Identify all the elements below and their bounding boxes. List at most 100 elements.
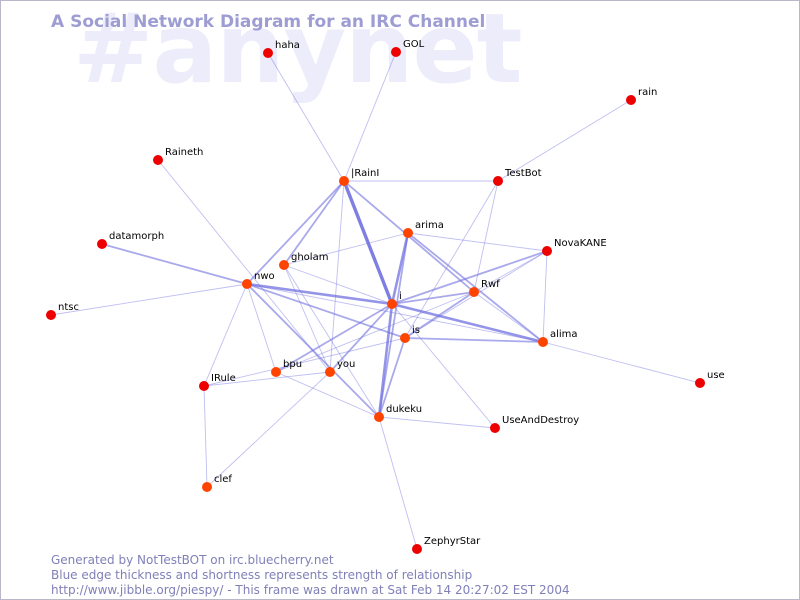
- node-dot-Rwf[interactable]: [469, 287, 479, 297]
- edge-ntsc-nwo: [50, 283, 248, 316]
- node-ntsc[interactable]: ntsc: [46, 302, 79, 320]
- node-Raineth[interactable]: Raineth: [153, 147, 203, 165]
- node-dot-you[interactable]: [325, 367, 335, 377]
- node-dot-ZephyrStar[interactable]: [412, 544, 422, 554]
- node-NovaKANE[interactable]: NovaKANE: [542, 238, 607, 256]
- edge-IRainI-haha: [267, 52, 345, 182]
- edge-i-dukeku: [377, 303, 394, 418]
- edge-i-you: [329, 303, 393, 373]
- edge-nwo-IRule: [203, 283, 248, 387]
- node-i[interactable]: i: [387, 291, 402, 309]
- edge-NovaKANE-alima: [542, 250, 548, 343]
- footer-source-link[interactable]: http://www.jibble.org/piespy/ - This fra…: [51, 583, 570, 597]
- node-dot-dukeku[interactable]: [374, 412, 384, 422]
- node-label-you: you: [337, 359, 355, 370]
- node-dot-rain[interactable]: [626, 95, 636, 105]
- edge-dukeku-bpu: [275, 371, 380, 418]
- edge-i-UseAndDestroy: [391, 303, 496, 429]
- node-UseAndDestroy[interactable]: UseAndDestroy: [490, 415, 579, 433]
- edge-i-alima: [391, 302, 544, 344]
- node-label-GOL: GOL: [403, 39, 425, 50]
- edge-i-NovaKANE: [391, 250, 548, 305]
- node-dot-i[interactable]: [387, 299, 397, 309]
- edge-gholam-dukeku: [283, 264, 380, 418]
- node-haha[interactable]: haha: [263, 40, 300, 58]
- node-label-arima: arima: [415, 220, 444, 231]
- edge-you-clef: [206, 371, 331, 488]
- node-dot-ntsc[interactable]: [46, 310, 56, 320]
- node-dukeku[interactable]: dukeku: [374, 404, 422, 422]
- node-alima[interactable]: alima: [538, 329, 578, 347]
- node-label-haha: haha: [275, 40, 300, 51]
- node-label-clef: clef: [214, 474, 232, 485]
- node-dot-use[interactable]: [695, 378, 705, 388]
- node-dot-clef[interactable]: [202, 482, 212, 492]
- channel-watermark: #anynet: [73, 0, 522, 105]
- node-TestBot[interactable]: TestBot: [493, 168, 542, 186]
- node-label-dukeku: dukeku: [386, 404, 422, 415]
- node-arima[interactable]: arima: [403, 220, 444, 238]
- node-label-is: is: [412, 325, 420, 336]
- node-use[interactable]: use: [695, 370, 725, 388]
- node-datamorph[interactable]: datamorph: [97, 231, 164, 249]
- node-GOL[interactable]: GOL: [391, 39, 425, 57]
- edge-datamorph-nwo: [101, 243, 248, 285]
- node-dot-nwo[interactable]: [242, 279, 252, 289]
- node-IRule[interactable]: IRule: [199, 373, 236, 391]
- diagram-title: A Social Network Diagram for an IRC Chan…: [51, 12, 486, 32]
- node-dot-UseAndDestroy[interactable]: [490, 423, 500, 433]
- node-dot-bpu[interactable]: [271, 367, 281, 377]
- node-dot-haha[interactable]: [263, 48, 273, 58]
- node-clef[interactable]: clef: [202, 474, 232, 492]
- node-dot-gholam[interactable]: [279, 260, 289, 270]
- node-label-ntsc: ntsc: [58, 302, 79, 313]
- node-label-gholam: gholam: [291, 252, 328, 263]
- node-dot-NovaKANE[interactable]: [542, 246, 552, 256]
- node-label-datamorph: datamorph: [109, 231, 164, 242]
- node-IRainI[interactable]: |RainI: [339, 168, 379, 186]
- node-nwo[interactable]: nwo: [242, 271, 275, 289]
- node-dot-Raineth[interactable]: [153, 155, 163, 165]
- node-dot-arima[interactable]: [403, 228, 413, 238]
- edge-IRainI-you: [329, 180, 345, 373]
- node-dot-is[interactable]: [400, 333, 410, 343]
- edge-IRainI-gholam: [283, 180, 345, 266]
- edge-Raineth-you: [157, 159, 331, 373]
- node-rain[interactable]: rain: [626, 87, 657, 105]
- node-dot-GOL[interactable]: [391, 47, 401, 57]
- node-dot-datamorph[interactable]: [97, 239, 107, 249]
- edge-IRule-clef: [203, 385, 208, 488]
- node-you[interactable]: you: [325, 359, 355, 377]
- edge-TestBot-Rwf: [473, 180, 499, 293]
- node-Rwf[interactable]: Rwf: [469, 279, 500, 297]
- node-dot-alima[interactable]: [538, 337, 548, 347]
- node-label-NovaKANE: NovaKANE: [554, 238, 607, 249]
- node-dot-TestBot[interactable]: [493, 176, 503, 186]
- edge-dukeku-ZephyrStar: [378, 416, 418, 550]
- node-bpu[interactable]: bpu: [271, 359, 302, 377]
- node-dot-IRainI[interactable]: [339, 176, 349, 186]
- edge-Rwf-bpu: [275, 291, 475, 373]
- edge-dukeku-UseAndDestroy: [378, 416, 496, 429]
- node-label-IRule: IRule: [211, 373, 236, 384]
- edge-gholam-i: [283, 264, 393, 305]
- node-gholam[interactable]: gholam: [279, 252, 328, 270]
- node-label-Raineth: Raineth: [165, 147, 203, 158]
- node-label-TestBot: TestBot: [504, 168, 542, 179]
- edge-gholam-you: [283, 264, 331, 373]
- edge-nwo-bpu: [246, 283, 277, 373]
- edge-alima-use: [542, 341, 701, 384]
- edge-nwo-i: [246, 282, 393, 306]
- edge-IRainI-i: [342, 180, 394, 305]
- node-dot-IRule[interactable]: [199, 381, 209, 391]
- node-label-nwo: nwo: [254, 271, 275, 282]
- edge-nwo-is: [246, 283, 406, 339]
- node-label-use: use: [707, 370, 725, 381]
- node-is[interactable]: is: [400, 325, 420, 343]
- node-label-i: i: [399, 291, 402, 302]
- node-label-bpu: bpu: [283, 359, 302, 370]
- node-ZephyrStar[interactable]: ZephyrStar: [412, 536, 481, 554]
